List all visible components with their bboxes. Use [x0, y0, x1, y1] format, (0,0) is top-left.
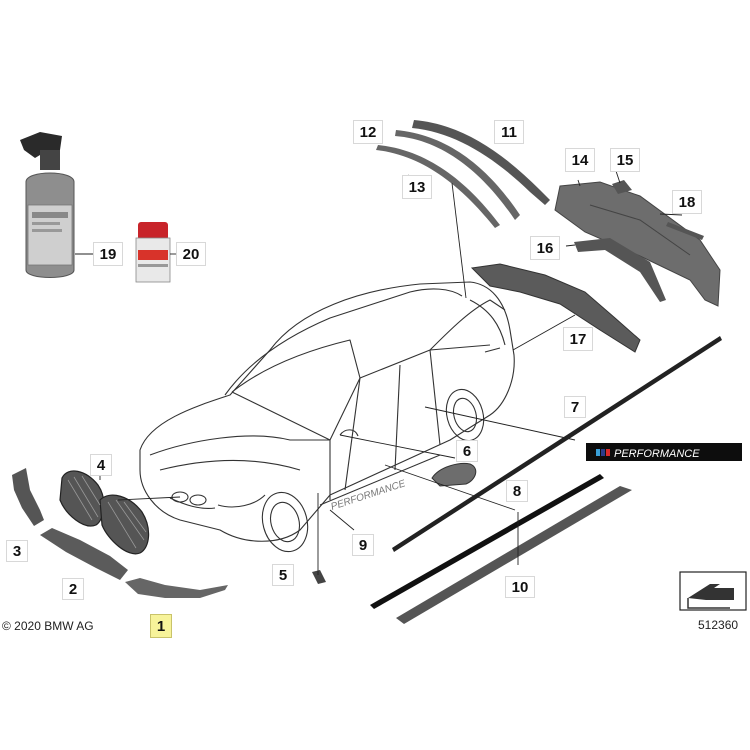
part-label-12[interactable]: 12 — [353, 120, 383, 144]
part-label-10[interactable]: 10 — [505, 576, 535, 598]
part-16-shape — [574, 238, 666, 302]
part-3-shape — [12, 468, 44, 526]
part-label-5[interactable]: 5 — [272, 564, 294, 586]
part-9-badge: PERFORMANCE — [330, 478, 408, 513]
part-label-3[interactable]: 3 — [6, 540, 28, 562]
spray-bottle-icon — [20, 132, 75, 278]
part-label-13[interactable]: 13 — [402, 175, 432, 199]
part-label-2[interactable]: 2 — [62, 578, 84, 600]
diagram-id: 512360 — [698, 618, 739, 632]
part-label-4[interactable]: 4 — [90, 454, 112, 476]
part-1-shape — [125, 578, 228, 598]
svg-text:PERFORMANCE: PERFORMANCE — [614, 448, 700, 460]
part-13-shape — [376, 145, 500, 228]
part-label-8[interactable]: 8 — [506, 480, 528, 502]
part-label-19[interactable]: 19 — [93, 242, 123, 266]
part-8-shape — [370, 474, 604, 609]
part-label-18[interactable]: 18 — [672, 190, 702, 214]
part-5-shape — [312, 570, 326, 584]
adhesive-jar-icon — [135, 222, 171, 283]
part-label-20[interactable]: 20 — [176, 242, 206, 266]
part-label-17[interactable]: 17 — [563, 327, 593, 351]
leader-lines — [75, 167, 683, 575]
part-label-11[interactable]: 11 — [494, 120, 524, 144]
part-4-shape — [59, 470, 150, 555]
part-label-1[interactable]: 1 — [150, 614, 172, 638]
part-11-shape — [412, 120, 550, 205]
performance-badge: PERFORMANCE — [586, 443, 742, 461]
car-outline — [139, 281, 515, 553]
arrow-folder-icon — [679, 571, 747, 611]
part-label-16[interactable]: 16 — [530, 236, 560, 260]
part-2-shape — [40, 528, 128, 580]
part-6-shape — [431, 463, 477, 487]
part-label-7[interactable]: 7 — [564, 396, 586, 418]
copyright-text: © 2020 BMW AG — [2, 619, 94, 633]
part-14-shape — [554, 181, 721, 307]
part-10-shape — [396, 486, 632, 624]
part-label-6[interactable]: 6 — [456, 440, 478, 462]
part-15-shape — [612, 180, 632, 194]
part-label-9[interactable]: 9 — [352, 534, 374, 556]
part-17-shape — [470, 263, 641, 353]
part-label-14[interactable]: 14 — [565, 148, 595, 172]
part-label-15[interactable]: 15 — [610, 148, 640, 172]
part-18-shape — [666, 222, 704, 240]
part-7-shape — [392, 336, 722, 552]
